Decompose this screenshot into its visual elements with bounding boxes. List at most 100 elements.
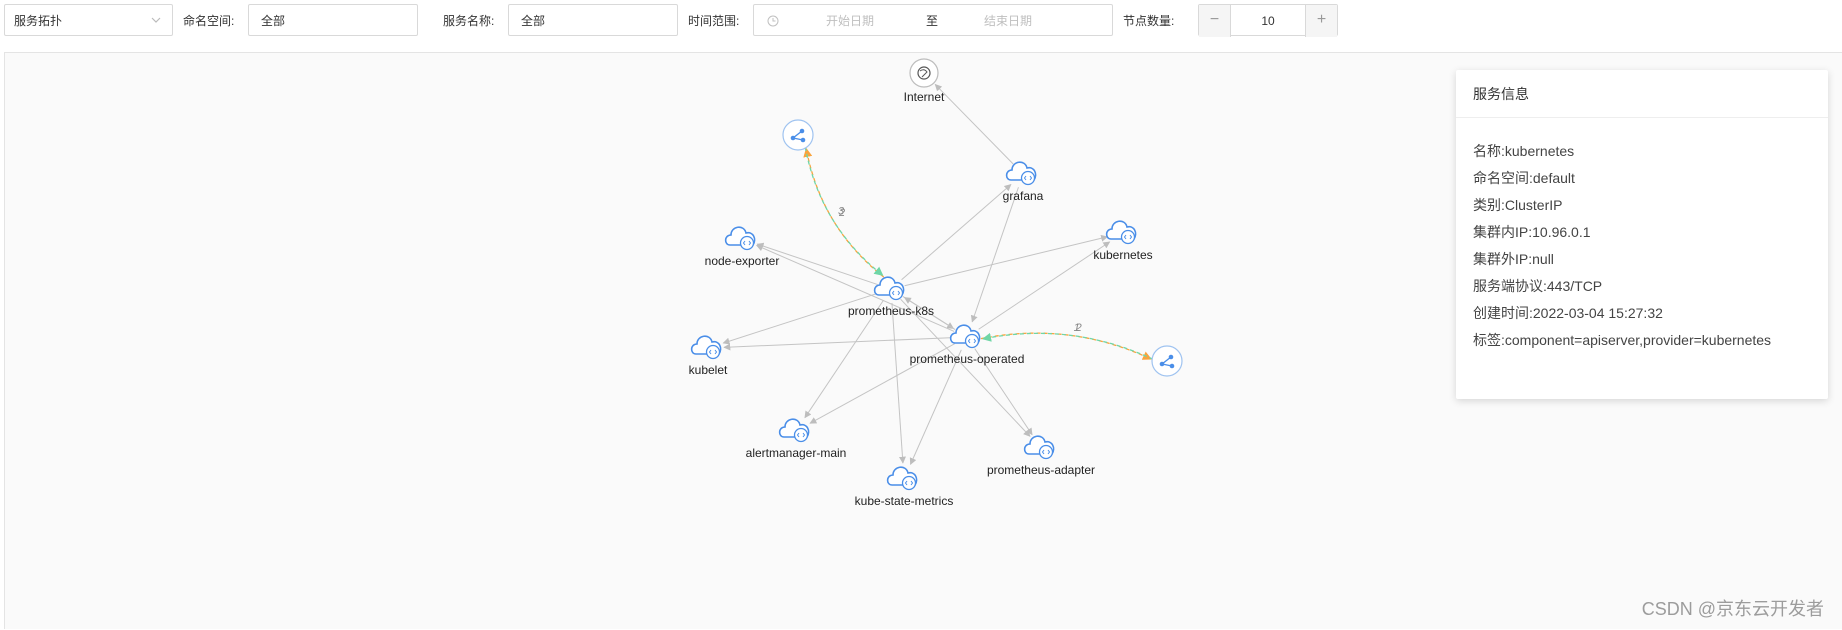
- topology-node-kubelet[interactable]: kubelet: [689, 335, 728, 377]
- nodes-layer: Internet grafana node-exporter kubernetes pr…: [689, 58, 1183, 508]
- info-row: 创建时间:2022-03-04 15:27:32: [1473, 304, 1663, 322]
- node-label: prometheus-adapter: [987, 463, 1095, 477]
- edge-gw2-to-prometheus-operated[interactable]: [981, 332, 1154, 360]
- edge-prometheus-k8s-to-kube-state-metrics[interactable]: [891, 302, 906, 464]
- code-brackets-icon: [967, 338, 977, 344]
- edge-prometheus-operated-to-kubernetes[interactable]: [978, 241, 1111, 330]
- topology-node-internet[interactable]: Internet: [904, 58, 945, 104]
- info-row: 命名空间:default: [1473, 169, 1575, 187]
- info-key: 集群外IP:: [1473, 251, 1533, 267]
- share-node-dot: [799, 128, 805, 134]
- edge-prometheus-operated-to-prometheus-k8s[interactable]: [903, 297, 956, 330]
- edge-prometheus-k8s-to-kubelet[interactable]: [722, 292, 878, 345]
- node-label: Internet: [904, 90, 945, 104]
- edge-prometheus-k8s-to-grafana[interactable]: [901, 184, 1012, 281]
- topology-node-node-exporter[interactable]: node-exporter: [705, 226, 780, 268]
- service-name-label: 服务名称:: [443, 14, 495, 28]
- info-key: 命名空间:: [1473, 170, 1533, 186]
- internet-node-ring: [909, 58, 939, 88]
- start-date-input[interactable]: 开始日期: [826, 14, 875, 28]
- end-date-input[interactable]: 结束日期: [984, 14, 1033, 28]
- edge-prometheus-k8s-to-node-exporter[interactable]: [756, 242, 878, 286]
- code-brackets-icon: [796, 432, 806, 438]
- increment-button[interactable]: +: [1305, 5, 1337, 37]
- code-badge-icon: [901, 475, 917, 491]
- range-separator: 至: [926, 14, 939, 28]
- edge-grafana-to-internet[interactable]: [934, 83, 1014, 165]
- service-name-input[interactable]: 全部: [508, 4, 678, 36]
- code-badge-icon: [964, 333, 980, 349]
- edge-prometheus-operated-to-alertmanager-main[interactable]: [809, 343, 955, 424]
- topology-node-grafana[interactable]: grafana: [1003, 161, 1044, 203]
- time-range-label: 时间范围:: [688, 14, 740, 28]
- edge-label: 2: [1075, 322, 1082, 334]
- filter-toolbar: 服务拓扑 命名空间: 全部 服务名称: 全部 时间范围: 开始日期 至 结束日期…: [0, 0, 1842, 44]
- topology-node-kubernetes[interactable]: kubernetes: [1093, 220, 1153, 262]
- gateway-node-ring: [1151, 345, 1183, 377]
- info-value: 10.96.0.1: [1532, 224, 1591, 240]
- code-badge-icon: [888, 285, 904, 301]
- namespace-input[interactable]: 全部: [248, 4, 418, 36]
- edge-prometheus-operated-to-kubelet[interactable]: [723, 337, 954, 351]
- info-row: 集群内IP:10.96.0.1: [1473, 223, 1591, 241]
- edge-prometheus-k8s-to-prometheus-adapter[interactable]: [900, 298, 1031, 437]
- node-label: prometheus-k8s: [848, 304, 934, 318]
- topology-node-kube-state-metrics[interactable]: kube-state-metrics: [855, 466, 954, 508]
- topology-node-gw1[interactable]: [782, 119, 814, 151]
- edge-prometheus-operated-to-prometheus-adapter[interactable]: [974, 348, 1033, 436]
- namespace-label: 命名空间:: [183, 14, 235, 28]
- code-brackets-icon: [891, 290, 901, 296]
- share-node-dot: [800, 137, 806, 143]
- topology-node-prometheus-adapter[interactable]: prometheus-adapter: [987, 435, 1095, 477]
- gateway-node-ring: [782, 119, 814, 151]
- share-node-dot: [790, 135, 796, 141]
- node-label: prometheus-operated: [910, 352, 1025, 366]
- globe-meridian-icon: [919, 69, 928, 78]
- node-count-stepper[interactable]: − 10 +: [1198, 4, 1338, 37]
- share-node-dot: [1159, 361, 1165, 367]
- date-range-picker[interactable]: 开始日期 至 结束日期: [753, 4, 1113, 36]
- code-badge-icon: [1038, 444, 1054, 460]
- edge-prometheus-k8s-to-kubernetes[interactable]: [904, 234, 1109, 287]
- namespace-value: 全部: [261, 14, 286, 28]
- info-key: 类别:: [1473, 197, 1505, 213]
- topology-node-prometheus-operated[interactable]: prometheus-operated: [910, 324, 1025, 366]
- info-key: 创建时间:: [1473, 305, 1533, 321]
- info-row: 名称:kubernetes: [1473, 142, 1574, 160]
- node-label: kubernetes: [1093, 248, 1152, 262]
- service-name-value: 全部: [521, 14, 546, 28]
- info-key: 集群内IP:: [1473, 224, 1533, 240]
- code-brackets-icon: [742, 240, 752, 246]
- view-select[interactable]: 服务拓扑: [4, 4, 173, 36]
- edge-label: 1: [1074, 322, 1080, 334]
- info-row: 类别:ClusterIP: [1473, 196, 1562, 214]
- info-row: 集群外IP:null: [1473, 250, 1554, 268]
- watermark: CSDN @京东云开发者: [1641, 599, 1824, 619]
- edge-grafana-to-prometheus-operated[interactable]: [970, 187, 1019, 323]
- edge-prometheus-k8s-to-gw1[interactable]: [803, 147, 885, 278]
- topology-node-prometheus-k8s[interactable]: prometheus-k8s: [848, 276, 934, 318]
- panel-title: 服务信息: [1456, 70, 1828, 118]
- info-value: ClusterIP: [1504, 197, 1563, 213]
- info-row: 服务端协议:443/TCP: [1473, 277, 1602, 295]
- info-value: 2022-03-04 15:27:32: [1532, 305, 1663, 321]
- topology-node-gw2[interactable]: [1151, 345, 1183, 377]
- node-label: kube-state-metrics: [855, 494, 954, 508]
- edge-label: 3: [838, 205, 845, 217]
- edge-gw1-to-prometheus-k8s[interactable]: [804, 146, 884, 276]
- edge-prometheus-operated-to-kube-state-metrics[interactable]: [909, 349, 962, 466]
- decrement-button[interactable]: −: [1199, 5, 1231, 37]
- share-node-dot: [1168, 354, 1174, 360]
- code-brackets-icon: [1123, 234, 1133, 240]
- edge-prometheus-operated-to-node-exporter[interactable]: [756, 244, 955, 332]
- edge-prometheus-k8s-to-alertmanager-main[interactable]: [804, 300, 884, 419]
- node-count-value[interactable]: 10: [1261, 14, 1275, 28]
- info-value: kubernetes: [1504, 143, 1575, 159]
- topology-node-alertmanager-main[interactable]: alertmanager-main: [746, 418, 847, 460]
- info-value: component=apiserver,provider=kubernetes: [1504, 332, 1772, 348]
- node-label: node-exporter: [705, 254, 780, 268]
- share-node-dot: [1169, 363, 1175, 369]
- code-brackets-icon: [708, 349, 718, 355]
- info-key: 名称:: [1473, 143, 1505, 159]
